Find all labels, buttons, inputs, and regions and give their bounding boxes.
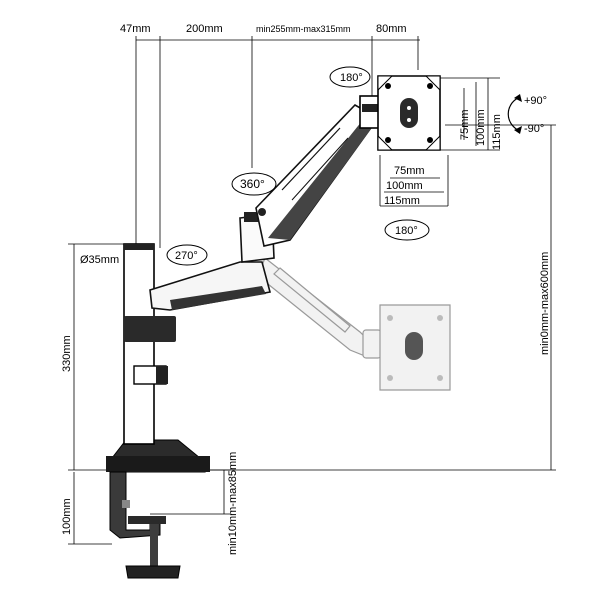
label-vesa-75-horizontal: 75mm <box>394 165 425 177</box>
rotation-badges <box>166 66 522 266</box>
ghost-arm-lowered <box>257 257 451 391</box>
desk-clamp <box>106 439 210 579</box>
label-rot-180-right: 180° <box>395 225 418 237</box>
label-height-range: min0mm-max600mm <box>539 252 551 355</box>
label-rot-270: 270° <box>175 250 198 262</box>
label-pole-height: 330mm <box>61 335 73 372</box>
label-rot-360: 360° <box>240 177 265 191</box>
label-tilt-minus: -90° <box>524 123 544 135</box>
labels: 47mm 200mm min255mm-max315mm 80mm 180° 3… <box>61 23 551 555</box>
pole <box>123 243 176 445</box>
label-clamp-height: 100mm <box>61 498 73 535</box>
label-tilt-plus: +90° <box>524 95 547 107</box>
label-vesa-100-horizontal: 100mm <box>386 180 423 192</box>
label-vesa-115-horizontal: 115mm <box>384 195 420 207</box>
label-clamp-range: min10mm-max85mm <box>227 452 239 555</box>
label-arm-range: min255mm-max315mm <box>256 24 351 34</box>
label-vesa-100-vertical: 100mm <box>475 109 487 146</box>
label-80mm: 80mm <box>376 23 407 35</box>
label-pole-diameter: Ø35mm <box>80 254 119 266</box>
label-200mm: 200mm <box>186 23 223 35</box>
label-vesa-75-vertical: 75mm <box>459 109 471 140</box>
arm <box>149 75 441 311</box>
label-vesa-115-vertical: 115mm <box>491 114 503 150</box>
label-47mm: 47mm <box>120 23 151 35</box>
label-rot-180-top: 180° <box>340 72 363 84</box>
